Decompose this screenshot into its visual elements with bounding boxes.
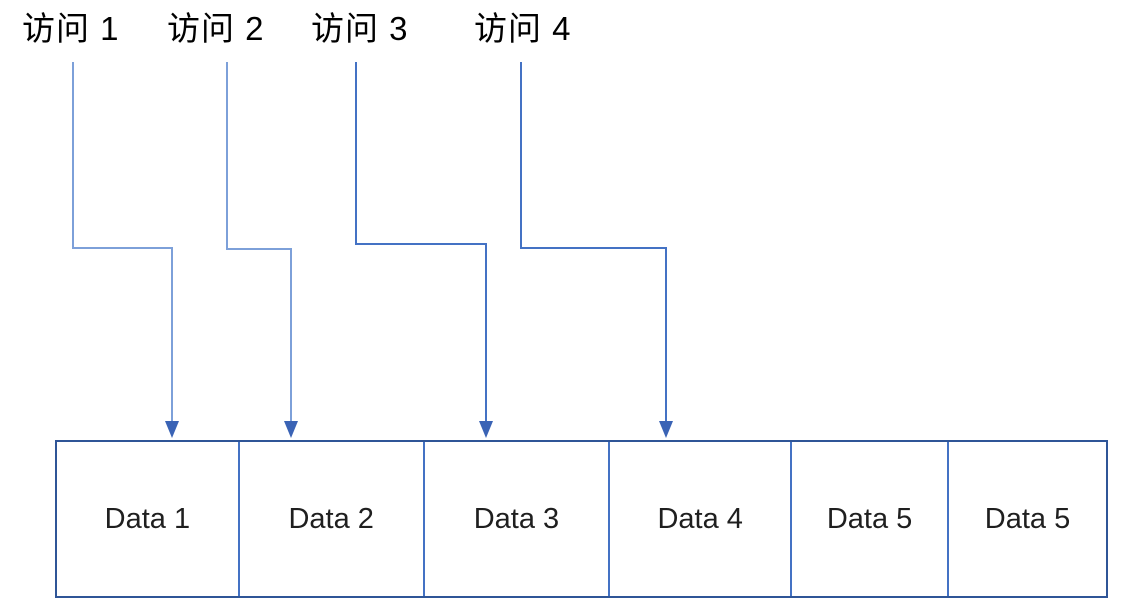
arrowhead-icon-3 — [479, 421, 493, 438]
arrow-connector-2 — [226, 62, 292, 424]
arrow-connector-4 — [520, 62, 667, 424]
access-label-2: 访问 2 — [167, 10, 265, 47]
data-block-6: Data 5 — [984, 502, 1071, 535]
data-block-row: Data 1 Data 2 Data 3 Data 4 Data 5 Data … — [55, 440, 1108, 598]
access-label-3: 访问 3 — [311, 10, 409, 47]
data-block-4: Data 4 — [610, 442, 793, 596]
arrowhead-icon-1 — [165, 421, 179, 438]
data-block-5: Data 5 — [792, 442, 950, 596]
access-label-4: 访问 4 — [474, 10, 572, 47]
arrowhead-icon-2 — [284, 421, 298, 438]
data-block-2: Data 2 — [240, 442, 425, 596]
arrowhead-icon-4 — [659, 421, 673, 438]
data-block-1: Data 1 — [57, 442, 240, 596]
access-label-1: 访问 1 — [22, 10, 120, 47]
arrow-connector-1 — [72, 62, 173, 424]
arrow-connector-3 — [355, 62, 487, 424]
data-block-3: Data 3 — [425, 442, 611, 596]
